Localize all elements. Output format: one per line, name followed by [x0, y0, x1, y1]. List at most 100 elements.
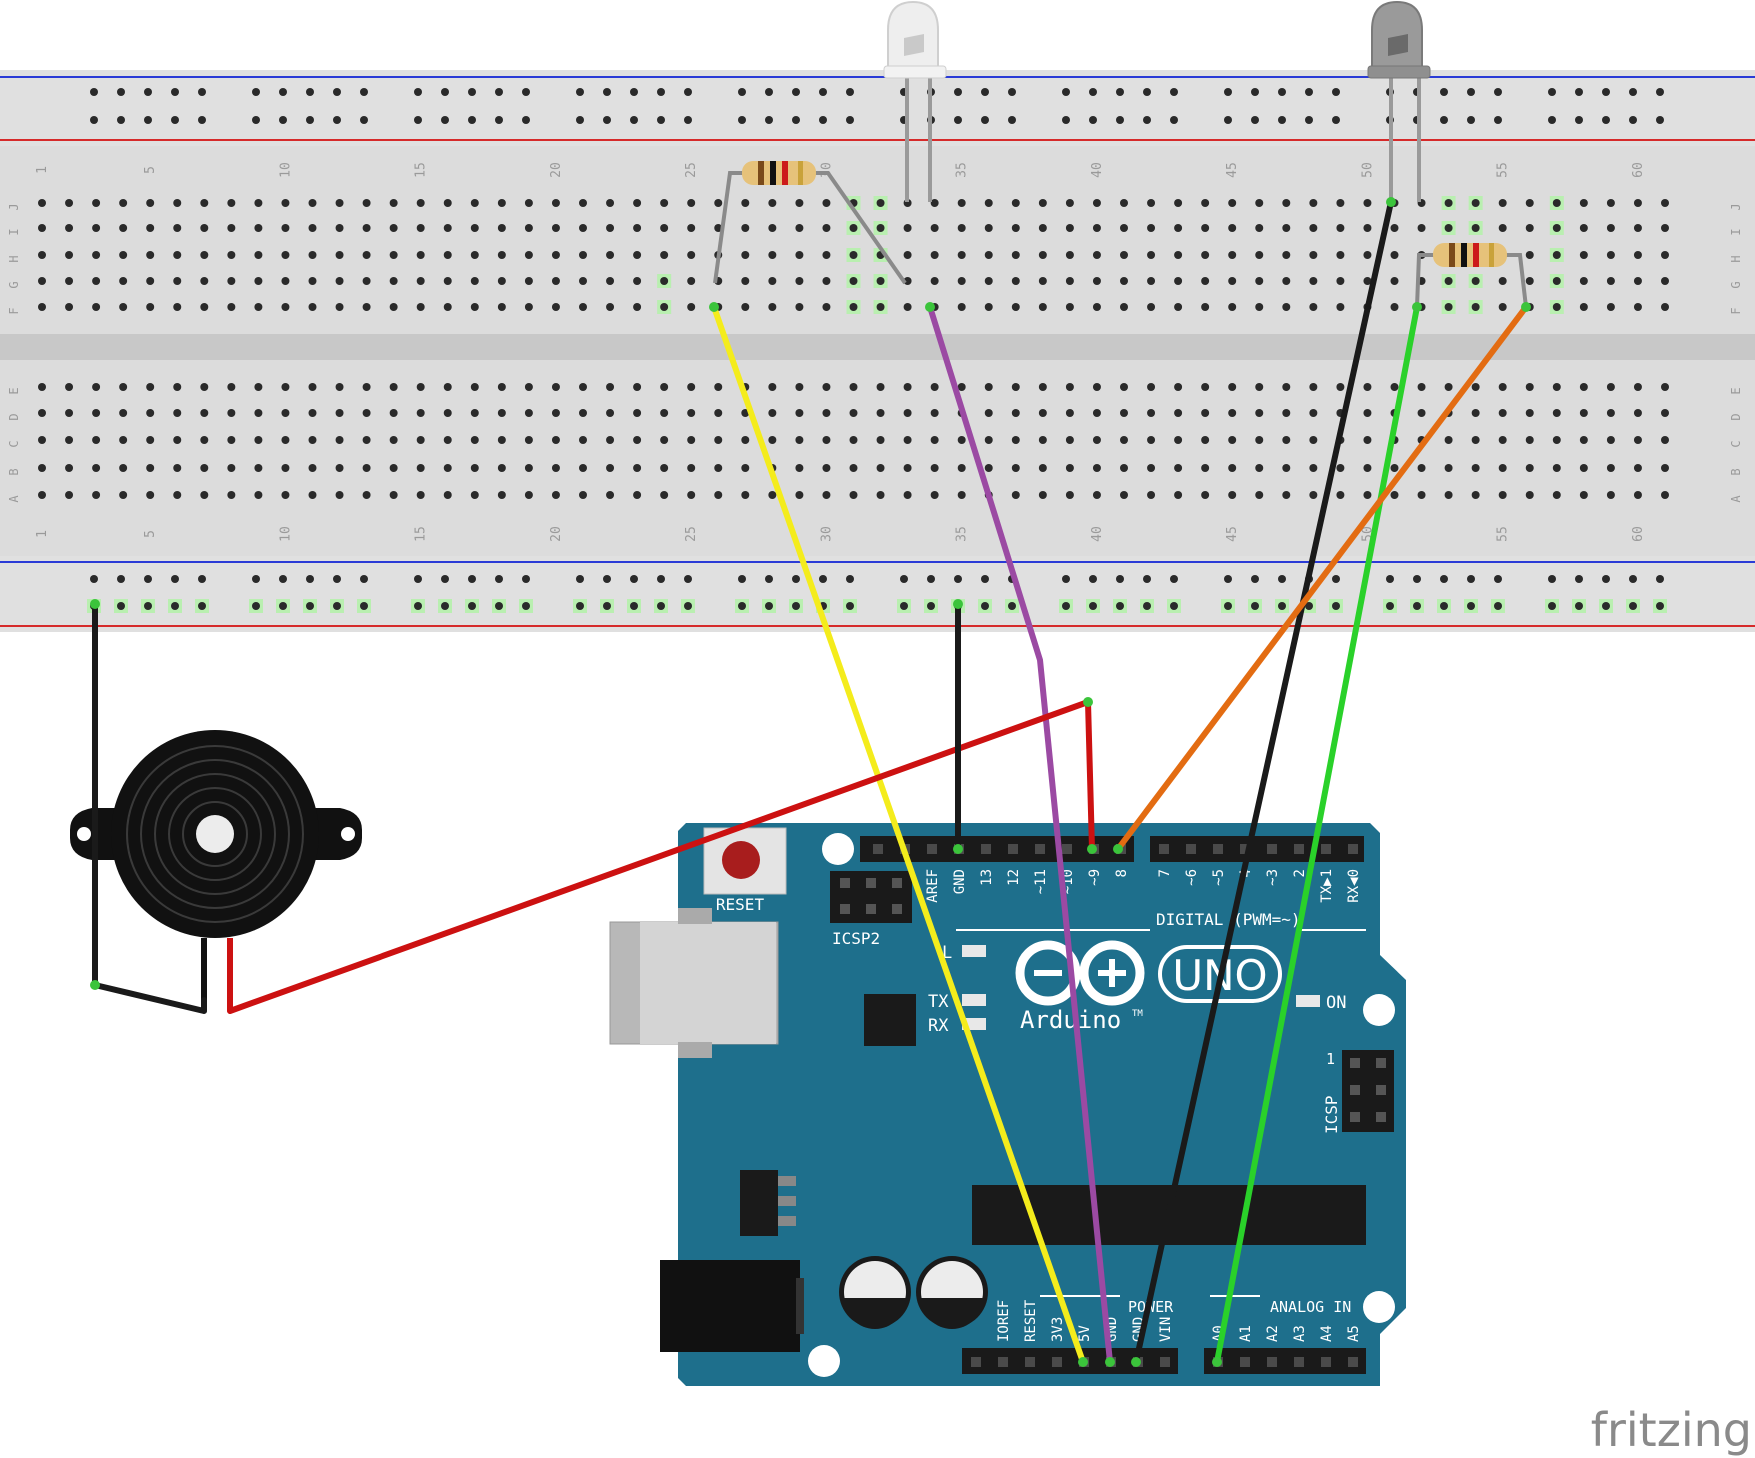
- breadboard-hole: [173, 436, 182, 444]
- breadboard-hole: [957, 251, 966, 259]
- breadboard-hole: [984, 303, 993, 311]
- breadboard-hole: [281, 277, 290, 285]
- breadboard-hole: [1525, 199, 1534, 207]
- breadboard-hole: [660, 251, 669, 259]
- breadboard-hole: [1471, 464, 1480, 472]
- breadboard-hole: [660, 277, 669, 285]
- breadboard-hole: [65, 251, 74, 259]
- breadboard-hole: [146, 464, 155, 472]
- breadboard-hole: [1309, 409, 1318, 417]
- bottom-power-rail: [0, 556, 1755, 632]
- breadboard-hole: [200, 303, 209, 311]
- header-pin: [1186, 844, 1196, 854]
- pin-label: 12: [1006, 869, 1022, 886]
- breadboard-hole: [903, 409, 912, 417]
- resistor-2: [1415, 243, 1528, 308]
- breadboard-hole: [1332, 602, 1340, 610]
- breadboard-hole: [1309, 251, 1318, 259]
- breadboard-hole: [849, 436, 858, 444]
- breadboard-hole: [741, 491, 750, 499]
- breadboard-hole: [1494, 116, 1502, 124]
- header-pin: [1321, 844, 1331, 854]
- breadboard-hole: [954, 116, 962, 124]
- breadboard-hole: [1282, 303, 1291, 311]
- breadboard-hole: [441, 116, 449, 124]
- icsp-pin1-label: 1: [1326, 1050, 1335, 1068]
- breadboard-hole: [470, 199, 479, 207]
- breadboard-hole: [468, 602, 476, 610]
- breadboard-hole: [92, 383, 101, 391]
- breadboard-hole: [957, 199, 966, 207]
- breadboard-hole: [146, 409, 155, 417]
- breadboard-hole: [1661, 491, 1669, 499]
- breadboard-hole: [765, 116, 773, 124]
- breadboard-hole: [1602, 116, 1610, 124]
- breadboard-hole: [38, 277, 46, 285]
- breadboard-hole: [579, 409, 587, 417]
- breadboard-hole: [1498, 224, 1507, 232]
- breadboard-hole: [335, 409, 344, 417]
- pin-label: TX▶1: [1319, 869, 1335, 903]
- breadboard-hole: [389, 199, 398, 207]
- breadboard-hole: [441, 575, 449, 583]
- breadboard-hole: [1548, 602, 1556, 610]
- breadboard-hole: [38, 303, 46, 311]
- pin-label: A5: [1346, 1325, 1362, 1342]
- breadboard-hole: [1174, 224, 1183, 232]
- breadboard-hole: [173, 464, 182, 472]
- breadboard-hole: [1170, 116, 1178, 124]
- breadboard-hole: [1494, 602, 1502, 610]
- breadboard-hole: [146, 491, 155, 499]
- breadboard-hole: [1174, 464, 1183, 472]
- breadboard-hole: [360, 602, 368, 610]
- breadboard-hole: [822, 491, 831, 499]
- pin-label: GND: [952, 869, 968, 894]
- breadboard-hole: [1606, 199, 1615, 207]
- breadboard-hole: [687, 199, 696, 207]
- breadboard-hole: [1092, 303, 1101, 311]
- breadboard-hole: [173, 383, 182, 391]
- breadboard-hole: [281, 383, 290, 391]
- breadboard-hole: [957, 277, 966, 285]
- breadboard-hole: [1092, 199, 1101, 207]
- column-number: 30: [819, 526, 834, 542]
- breadboard-hole: [795, 491, 804, 499]
- breadboard-hole: [1471, 436, 1480, 444]
- wire-endpoints: [90, 197, 1531, 1367]
- breadboard-hole: [389, 464, 398, 472]
- breadboard-hole: [822, 251, 831, 259]
- breadboard-hole: [930, 199, 939, 207]
- breadboard-hole: [470, 436, 479, 444]
- breadboard-hole: [849, 251, 858, 259]
- arduino-brand: Arduino: [1020, 1006, 1121, 1034]
- capacitor-1: [839, 1256, 911, 1329]
- pin-label: ~3: [1265, 869, 1281, 886]
- breadboard-hole: [1525, 491, 1534, 499]
- breadboard-hole: [1011, 436, 1020, 444]
- breadboard-hole: [792, 575, 800, 583]
- breadboard-hole: [1552, 436, 1561, 444]
- breadboard-hole: [389, 277, 398, 285]
- breadboard-hole: [551, 491, 560, 499]
- breadboard-hole: [876, 491, 885, 499]
- breadboard-hole: [1255, 251, 1264, 259]
- breadboard-hole: [1008, 88, 1016, 96]
- breadboard-hole: [144, 88, 152, 96]
- breadboard-hole: [660, 224, 669, 232]
- breadboard-hole: [603, 88, 611, 96]
- breadboard-hole: [279, 602, 287, 610]
- breadboard-hole: [441, 602, 449, 610]
- breadboard-hole: [1390, 383, 1399, 391]
- breadboard-hole: [360, 88, 368, 96]
- breadboard-hole: [173, 199, 182, 207]
- breadboard-hole: [633, 224, 642, 232]
- breadboard-hole: [497, 436, 506, 444]
- breadboard-hole: [1440, 602, 1448, 610]
- breadboard-hole: [1089, 602, 1097, 610]
- breadboard-hole: [741, 251, 750, 259]
- breadboard-hole: [1092, 491, 1101, 499]
- header-pin: [873, 844, 883, 854]
- breadboard-hole: [984, 383, 993, 391]
- breadboard-hole: [551, 436, 560, 444]
- breadboard-hole: [362, 277, 371, 285]
